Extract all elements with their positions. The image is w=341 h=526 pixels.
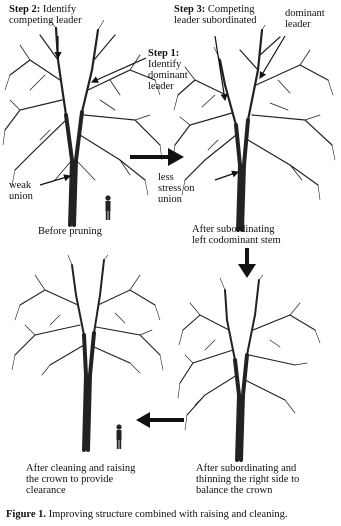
step3-label: Step 3: Competing leader subordinated xyxy=(174,4,257,26)
step3-line1: Competing xyxy=(208,4,255,15)
after-thinning-label: After subordinating and thinning the rig… xyxy=(196,463,299,496)
before-pruning-label: Before pruning xyxy=(38,226,102,237)
after-thinning-line1: After subordinating and xyxy=(196,463,296,474)
weak-union-label: weak union xyxy=(9,180,33,202)
step2-label: Step 2: Identify competing leader xyxy=(9,4,82,26)
before-pruning-text: Before pruning xyxy=(38,226,102,237)
dominant-leader-line1: dominant xyxy=(285,8,325,19)
step1-line3: dominant xyxy=(148,70,188,81)
step1-label: Step 1: Identify dominant leader xyxy=(148,48,188,92)
step1-line4: leader xyxy=(148,81,174,92)
after-cleaning-line3: clearance xyxy=(26,485,66,496)
figure-caption-label: Figure 1. xyxy=(6,509,46,520)
step3-line2: leader subordinated xyxy=(174,15,257,26)
step1-line2: Identify xyxy=(148,59,181,70)
figure-caption-text: Improving structure combined with raisin… xyxy=(46,509,287,520)
weak-union-line1: weak xyxy=(9,180,31,191)
after-thinning-line2: thinning the right side to xyxy=(196,474,299,485)
weak-union-line2: union xyxy=(9,191,33,202)
less-stress-line2: stress on xyxy=(158,183,194,194)
figure-caption: Figure 1. Improving structure combined w… xyxy=(6,509,288,520)
dominant-leader-label: dominant leader xyxy=(285,8,325,30)
step1-bold: Step 1: xyxy=(148,48,179,59)
after-cleaning-line2: the crown to provide xyxy=(26,474,113,485)
after-subordinating-label: After subordinating left codominant stem xyxy=(192,224,281,246)
after-subordinating-line1: After subordinating xyxy=(192,224,275,235)
after-cleaning-label: After cleaning and raising the crown to … xyxy=(26,463,135,496)
step3-bold: Step 3: xyxy=(174,4,205,15)
after-thinning-line3: balance the crown xyxy=(196,485,272,496)
step2-line2: competing leader xyxy=(9,15,82,26)
less-stress-line1: less xyxy=(158,172,174,183)
after-subordinating-line2: left codominant stem xyxy=(192,235,281,246)
less-stress-label: less stress on union xyxy=(158,172,194,205)
dominant-leader-line2: leader xyxy=(285,19,311,30)
step2-line1: Identify xyxy=(43,4,76,15)
after-cleaning-line1: After cleaning and raising xyxy=(26,463,135,474)
less-stress-line3: union xyxy=(158,194,182,205)
step2-bold: Step 2: xyxy=(9,4,40,15)
